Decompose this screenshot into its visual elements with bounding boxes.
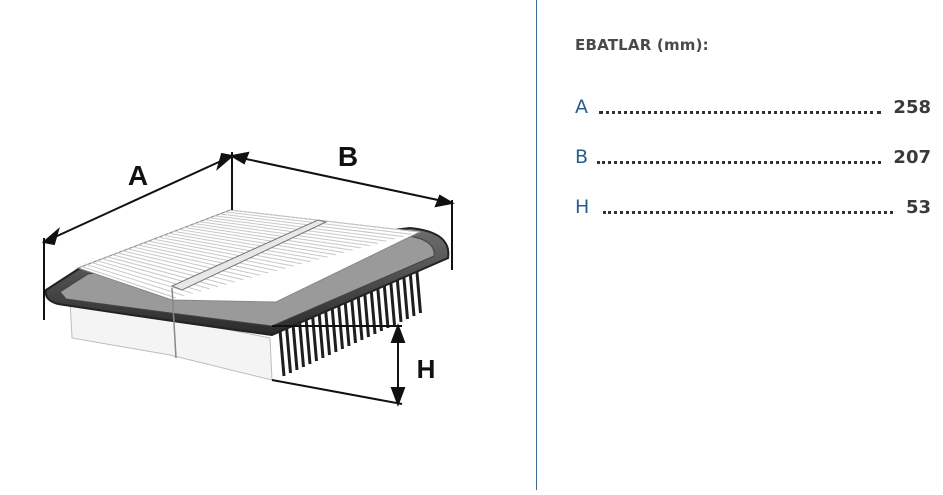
side-pleat xyxy=(363,290,370,338)
pleat-line xyxy=(162,234,311,263)
side-pleat xyxy=(324,308,331,356)
dimensions-title: EBATLAR (mm): xyxy=(575,36,709,54)
side-pleat xyxy=(408,269,416,317)
pleat-line xyxy=(178,228,336,256)
product-diagram-panel: A B H xyxy=(41,141,455,407)
dimension-row-a: A 258 xyxy=(575,96,931,122)
pleat-line xyxy=(85,263,185,297)
side-pleat xyxy=(330,305,338,353)
side-pleat xyxy=(402,272,409,320)
pleat-line xyxy=(110,253,227,285)
pleat-line xyxy=(167,232,320,260)
pleat-line xyxy=(152,238,294,267)
dim-b-arrow-right xyxy=(434,194,455,208)
dimension-leader-dots xyxy=(597,161,881,164)
dim-h-arrow-bottom xyxy=(390,387,406,407)
dim-a-label: A xyxy=(128,160,148,191)
dimension-key: B xyxy=(575,146,589,168)
filter-center-strip xyxy=(170,219,328,291)
dim-b-label: B xyxy=(338,141,358,172)
pleat-line xyxy=(229,209,421,233)
dimension-value: 207 xyxy=(893,147,931,168)
dim-a-line xyxy=(43,155,233,243)
pleat-line xyxy=(204,219,378,244)
pleat-line xyxy=(131,246,261,276)
side-pleat xyxy=(343,299,351,347)
side-pleat xyxy=(356,293,364,341)
pleat-line xyxy=(141,242,278,272)
side-pleat xyxy=(415,266,422,314)
pleat-line xyxy=(198,221,370,247)
dim-a-arrow-left xyxy=(41,227,60,246)
dimension-value: 258 xyxy=(893,97,931,118)
pleat-line xyxy=(173,230,328,258)
pleat-line xyxy=(79,265,177,299)
pleat-line xyxy=(183,226,345,253)
filter-side-pleats xyxy=(278,266,422,377)
pleat-line xyxy=(90,261,193,294)
dimension-key: H xyxy=(575,196,590,218)
filter-center-seam xyxy=(171,287,177,359)
dim-h-label: H xyxy=(417,354,436,384)
pleat-line xyxy=(116,251,236,283)
pleat-line xyxy=(136,244,269,274)
side-pleat xyxy=(317,311,325,359)
pleat-line xyxy=(147,240,286,269)
side-pleat xyxy=(291,323,299,371)
air-filter-diagram: A B H xyxy=(41,141,455,407)
dimension-row-h: H 53 xyxy=(575,196,931,222)
side-pleat xyxy=(369,287,377,335)
pleat-line xyxy=(121,250,244,281)
pleat-line xyxy=(193,223,362,249)
side-pleat xyxy=(311,314,318,362)
side-pleat xyxy=(376,284,383,332)
dim-b-arrow-left xyxy=(229,151,250,165)
side-pleat xyxy=(285,326,292,374)
side-pleat xyxy=(395,275,403,323)
dim-a-arrow-right xyxy=(216,152,235,171)
dim-h-ext-bottom xyxy=(271,379,403,405)
side-pleat xyxy=(278,329,286,377)
side-pleat xyxy=(298,320,305,368)
pleat-line xyxy=(188,224,353,251)
dimension-leader-dots xyxy=(603,211,893,214)
dimension-key: A xyxy=(575,96,588,118)
side-pleat xyxy=(389,278,396,326)
dimension-value: 53 xyxy=(905,197,931,218)
panel-divider xyxy=(536,0,537,490)
dim-h-arrow-top xyxy=(390,323,406,343)
side-pleat xyxy=(304,317,312,365)
pleat-line xyxy=(126,248,252,279)
dim-b-line xyxy=(231,155,453,204)
pleat-line xyxy=(157,236,303,265)
dimension-row-b: B 207 xyxy=(575,146,931,172)
side-pleat xyxy=(350,296,357,344)
filter-top-pleats xyxy=(79,209,421,299)
dimensions-panel: EBATLAR (mm): A 258 B 207 H 53 xyxy=(537,0,943,490)
dimension-leader-dots xyxy=(599,111,881,114)
side-pleat xyxy=(382,281,390,329)
